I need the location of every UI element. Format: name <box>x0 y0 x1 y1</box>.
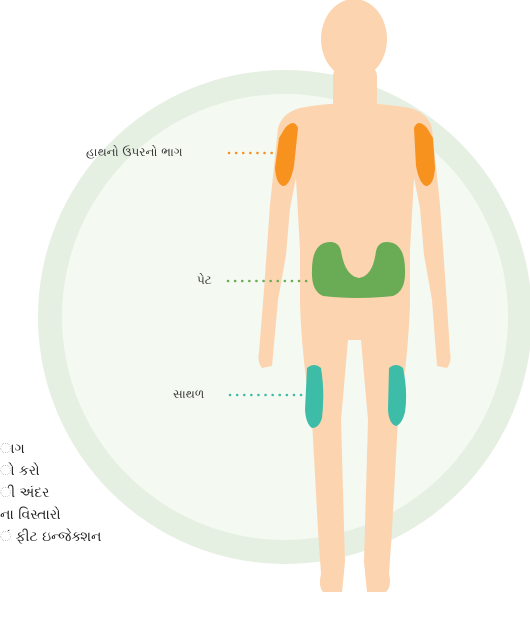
left-thigh-zone <box>305 365 323 428</box>
side-text-line: ાગ <box>0 438 101 460</box>
side-description-text: ાગ ો કરો ી અંદર ના વિસ્તારો ં ફીટ ઇન્જેક… <box>0 438 101 548</box>
side-text-line: ના વિસ્તારો <box>0 504 101 526</box>
thigh-label: સાથળ <box>173 387 204 402</box>
upper-arm-label: હાથનો ઉપરનો ભાગ <box>86 145 183 160</box>
side-text-line: ં ફીટ ઇન્જેક્શન <box>0 526 101 548</box>
right-thigh-zone <box>388 365 406 426</box>
side-text-line: ો કરો <box>0 460 101 482</box>
side-text-line: ી અંદર <box>0 482 101 504</box>
abdomen-label: પેટ <box>197 273 212 288</box>
